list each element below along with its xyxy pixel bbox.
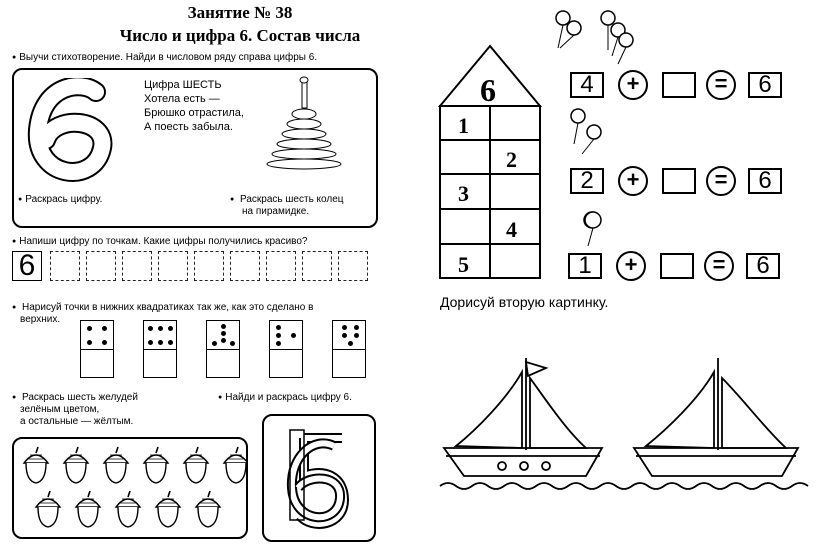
answer-box[interactable] xyxy=(662,168,696,194)
trace-sample-digit: 6 xyxy=(12,251,42,281)
acorn[interactable] xyxy=(102,446,130,484)
find-six-instruction: Найди и раскрась цифру 6. xyxy=(218,392,352,404)
domino-card[interactable] xyxy=(269,320,303,378)
equation-row-3: 1 + = 6 xyxy=(568,251,784,281)
boats-instruction: Дорисуй вторую картинку. xyxy=(440,294,609,310)
house-right-2: 2 xyxy=(506,147,517,172)
equation-row-2: 2 + = 6 xyxy=(570,166,786,196)
house-left-1: 1 xyxy=(458,113,469,138)
trace-row: 6 xyxy=(12,251,380,285)
answer-box[interactable] xyxy=(660,253,694,279)
domino-row xyxy=(80,320,380,380)
domino-card[interactable] xyxy=(143,320,177,378)
poem-box: Цифра ШЕСТЬ Хотела есть — Брюшко отрасти… xyxy=(12,68,378,228)
trace-cell[interactable] xyxy=(230,251,260,281)
equation-operand: 2 xyxy=(570,168,604,194)
trace-cell[interactable] xyxy=(266,251,296,281)
number-house xyxy=(438,44,542,279)
big-six-digit xyxy=(27,78,113,182)
acorn[interactable] xyxy=(22,446,50,484)
lesson-topic: Число и цифра 6. Состав числа xyxy=(119,26,361,45)
lesson-title: Занятие № 38 xyxy=(187,3,293,22)
house-left-5: 5 xyxy=(458,252,469,277)
acorn[interactable] xyxy=(62,446,90,484)
equation-operand: 4 xyxy=(570,72,604,98)
balloon-groups xyxy=(555,10,634,229)
trace-cell[interactable] xyxy=(338,251,368,281)
color-digit-text: Раскрась цифру. xyxy=(18,194,102,206)
poem-text: Цифра ШЕСТЬ Хотела есть — Брюшко отрасти… xyxy=(144,79,244,133)
ring-pyramid xyxy=(266,76,342,170)
acorn[interactable] xyxy=(34,490,62,528)
acorn-box xyxy=(12,437,250,539)
acorn[interactable] xyxy=(222,446,250,484)
equals-sign: = xyxy=(706,166,736,196)
trace-cell[interactable] xyxy=(86,251,116,281)
acorn[interactable] xyxy=(154,490,182,528)
equation-result: 6 xyxy=(746,253,780,279)
acorn[interactable] xyxy=(182,446,210,484)
trace-cell[interactable] xyxy=(302,251,332,281)
trace-cell[interactable] xyxy=(50,251,80,281)
equals-sign: = xyxy=(704,251,734,281)
trace-cell[interactable] xyxy=(122,251,152,281)
poem-instruction: Выучи стихотворение. Найди в числовом ря… xyxy=(12,52,317,64)
house-right-4: 4 xyxy=(506,217,517,242)
acorn[interactable] xyxy=(142,446,170,484)
domino-card[interactable] xyxy=(332,320,366,378)
boats-drawing[interactable] xyxy=(436,350,812,496)
trace-cell[interactable] xyxy=(194,251,224,281)
equation-operand: 1 xyxy=(568,253,602,279)
domino-card[interactable] xyxy=(80,320,114,378)
trace-instruction: Напиши цифру по точкам. Какие цифры полу… xyxy=(12,236,307,248)
acorn-instruction: Раскрась шесть желудей зелёным цветом, а… xyxy=(12,392,138,428)
acorn[interactable] xyxy=(194,490,222,528)
plus-sign: + xyxy=(616,251,646,281)
plus-sign: + xyxy=(618,166,648,196)
equals-sign: = xyxy=(706,70,736,100)
balloon-single xyxy=(584,211,602,247)
equation-row-1: 4 + = 6 xyxy=(570,70,786,100)
domino-card[interactable] xyxy=(206,320,240,378)
overlapping-digits xyxy=(286,429,350,529)
acorn[interactable] xyxy=(114,490,142,528)
acorn-group xyxy=(22,446,250,528)
equation-result: 6 xyxy=(748,72,782,98)
house-roof-digit: 6 xyxy=(480,72,496,108)
trace-cell[interactable] xyxy=(158,251,188,281)
plus-sign: + xyxy=(618,70,648,100)
answer-box[interactable] xyxy=(662,72,696,98)
find-six-box[interactable] xyxy=(262,414,376,542)
domino-instruction: Нарисуй точки в нижних квадратиках так ж… xyxy=(12,302,313,326)
acorn[interactable] xyxy=(74,490,102,528)
house-left-3: 3 xyxy=(458,181,469,206)
equation-result: 6 xyxy=(748,168,782,194)
